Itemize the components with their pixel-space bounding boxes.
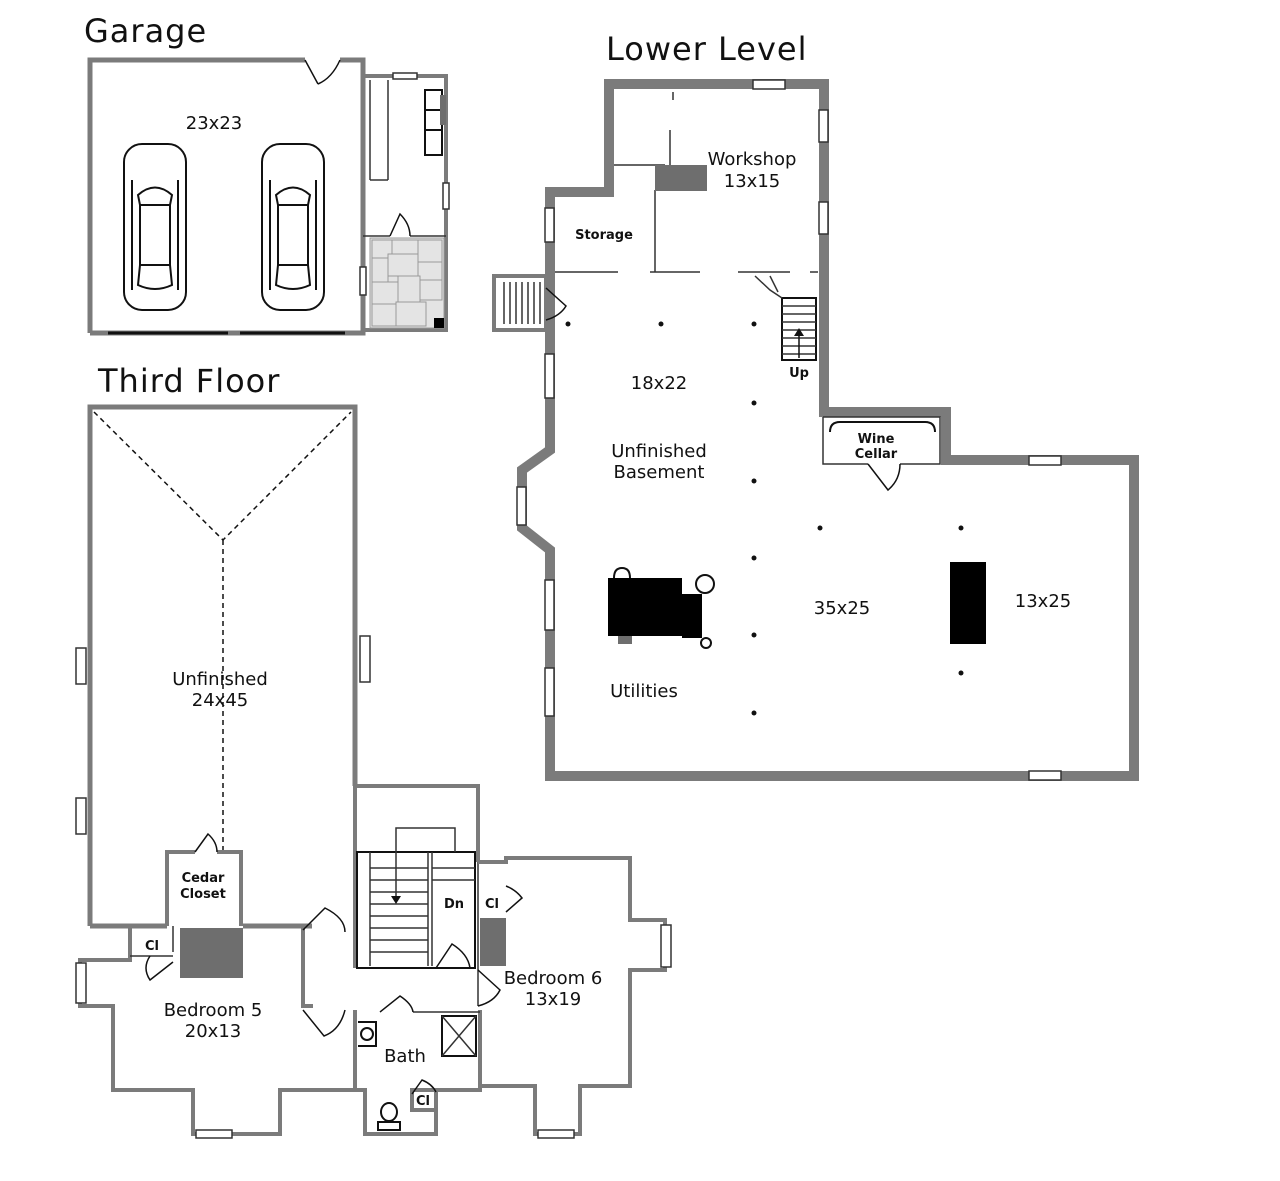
bedroom5-size: 20x13 xyxy=(185,1021,241,1042)
cedar-closet-label-1: Cedar xyxy=(182,871,225,886)
storage-label: Storage xyxy=(575,228,633,243)
exterior-stair xyxy=(492,274,567,332)
third-floor-plan: Unfinished 24x45 Cedar Closet Cl Bedroom… xyxy=(75,404,672,1139)
closet-label-bedroom6: Cl xyxy=(485,897,499,912)
bedroom5-name: Bedroom 5 xyxy=(164,1000,263,1021)
unfinished-size: 24x45 xyxy=(192,690,248,711)
staircase xyxy=(369,827,475,966)
stone-floor xyxy=(369,237,445,329)
workshop-name: Workshop xyxy=(708,149,797,170)
main-room-size: 35x25 xyxy=(814,598,870,619)
lower-level-title: Lower Level xyxy=(606,30,808,68)
basement-name-1: Unfinished xyxy=(611,441,707,462)
garage-title: Garage xyxy=(84,12,207,50)
garage-plan: 23x23 xyxy=(87,57,450,336)
bath-label: Bath xyxy=(384,1046,426,1067)
closet-label-bath: Cl xyxy=(416,1094,430,1109)
workshop-size: 13x15 xyxy=(724,171,780,192)
cedar-closet-label-2: Closet xyxy=(180,887,226,902)
wine-cellar-label-1: Wine xyxy=(858,432,895,447)
bedroom6-size: 13x19 xyxy=(525,989,581,1010)
stair-down-label: Dn xyxy=(444,897,464,912)
car-right xyxy=(261,143,325,311)
stair-up-label: Up xyxy=(789,366,809,381)
utilities-equipment xyxy=(608,566,715,649)
bedroom6-name: Bedroom 6 xyxy=(504,968,603,989)
basement-name-2: Basement xyxy=(614,462,705,483)
car-left xyxy=(123,143,187,311)
wine-cellar-label-2: Cellar xyxy=(855,447,898,462)
east-room-size: 13x25 xyxy=(1015,591,1071,612)
third-floor-title: Third Floor xyxy=(97,362,280,400)
garage-size: 23x23 xyxy=(186,113,242,134)
interior-stair-up xyxy=(754,275,817,361)
lower-level-plan: Workshop 13x15 Storage 18x22 Unfinished … xyxy=(492,79,1139,781)
basement-size: 18x22 xyxy=(631,373,687,394)
support-post xyxy=(950,562,986,644)
closet-label-bedroom5: Cl xyxy=(145,939,159,954)
wine-cellar xyxy=(822,416,941,492)
unfinished-name: Unfinished xyxy=(172,669,268,690)
utilities-label: Utilities xyxy=(610,681,678,702)
